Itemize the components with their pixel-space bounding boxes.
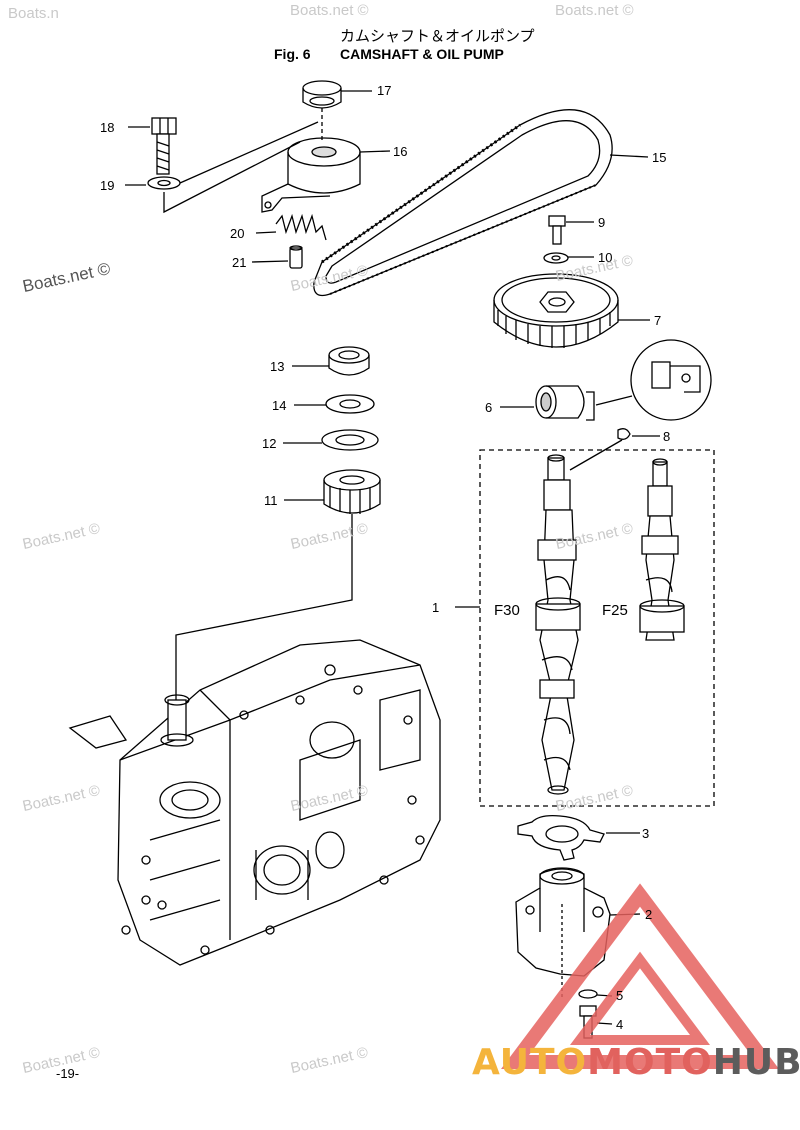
brand-hub: HUB bbox=[712, 1042, 800, 1083]
camshaft-f30 bbox=[535, 454, 581, 795]
washer-part-14 bbox=[294, 394, 375, 414]
camshaft-f25 bbox=[639, 458, 685, 641]
callout-10: 10 bbox=[598, 250, 613, 265]
callout-17: 17 bbox=[377, 83, 392, 98]
callout-11: 11 bbox=[264, 493, 278, 508]
bolt-part-9 bbox=[548, 215, 594, 245]
callout-8: 8 bbox=[663, 429, 671, 444]
page-number: -19- bbox=[56, 1066, 80, 1081]
callout-7: 7 bbox=[654, 313, 662, 328]
callout-14: 14 bbox=[272, 398, 287, 413]
watermark-boats-3: Boats.net © bbox=[555, 2, 634, 19]
cap-part-17 bbox=[302, 80, 372, 109]
engine-block bbox=[68, 639, 441, 966]
callout-18: 18 bbox=[100, 120, 115, 135]
camshaft-variant-box bbox=[479, 449, 715, 807]
callout-2: 2 bbox=[645, 907, 653, 922]
callout-13: 13 bbox=[270, 359, 285, 374]
callout-16: 16 bbox=[393, 144, 408, 159]
cam-pulley-part-7 bbox=[493, 273, 650, 348]
japanese-title: カムシャフト＆オイルポンプ bbox=[340, 27, 535, 45]
key-part-8 bbox=[569, 428, 660, 471]
variant-label-f30: F30 bbox=[494, 602, 520, 619]
brand-auto: AUTO bbox=[472, 1042, 588, 1083]
callout-6: 6 bbox=[485, 400, 493, 415]
callout-21: 21 bbox=[232, 255, 247, 270]
figure-title: CAMSHAFT & OIL PUMP bbox=[340, 46, 504, 62]
callout-1: 1 bbox=[432, 600, 440, 615]
brand-triangle-logo bbox=[501, 883, 779, 1069]
tensioner-part-16 bbox=[261, 108, 391, 213]
variant-label-f25: F25 bbox=[602, 602, 628, 619]
bolt-part-18 bbox=[128, 117, 177, 175]
callout-4: 4 bbox=[616, 1017, 624, 1032]
callout-5: 5 bbox=[616, 988, 624, 1003]
callout-19: 19 bbox=[100, 178, 115, 193]
washer-part-12 bbox=[283, 429, 379, 451]
timing-belt bbox=[313, 109, 649, 297]
callout-12: 12 bbox=[262, 436, 277, 451]
callout-3: 3 bbox=[642, 826, 650, 841]
gear-part-11 bbox=[175, 469, 381, 700]
bushing-part-13 bbox=[292, 346, 370, 376]
callout-20: 20 bbox=[230, 226, 245, 241]
spring-part-20 bbox=[255, 213, 327, 241]
brand-moto: MOTO bbox=[587, 1042, 713, 1083]
oil-seal-part-6 bbox=[500, 385, 633, 421]
washer-part-19 bbox=[125, 121, 319, 214]
watermark-boats-1: Boats.n bbox=[8, 5, 59, 22]
figure-number: Fig. 6 bbox=[274, 46, 311, 62]
callout-15: 15 bbox=[652, 150, 667, 165]
detail-inset bbox=[630, 339, 712, 421]
watermark-boats-2: Boats.net © bbox=[290, 2, 369, 19]
gasket-part-3 bbox=[517, 814, 640, 861]
callout-9: 9 bbox=[598, 215, 606, 230]
brand-wordmark: AUTOMOTOHUB bbox=[472, 1042, 800, 1083]
washer-part-10 bbox=[543, 252, 594, 264]
pin-part-21 bbox=[251, 245, 303, 269]
